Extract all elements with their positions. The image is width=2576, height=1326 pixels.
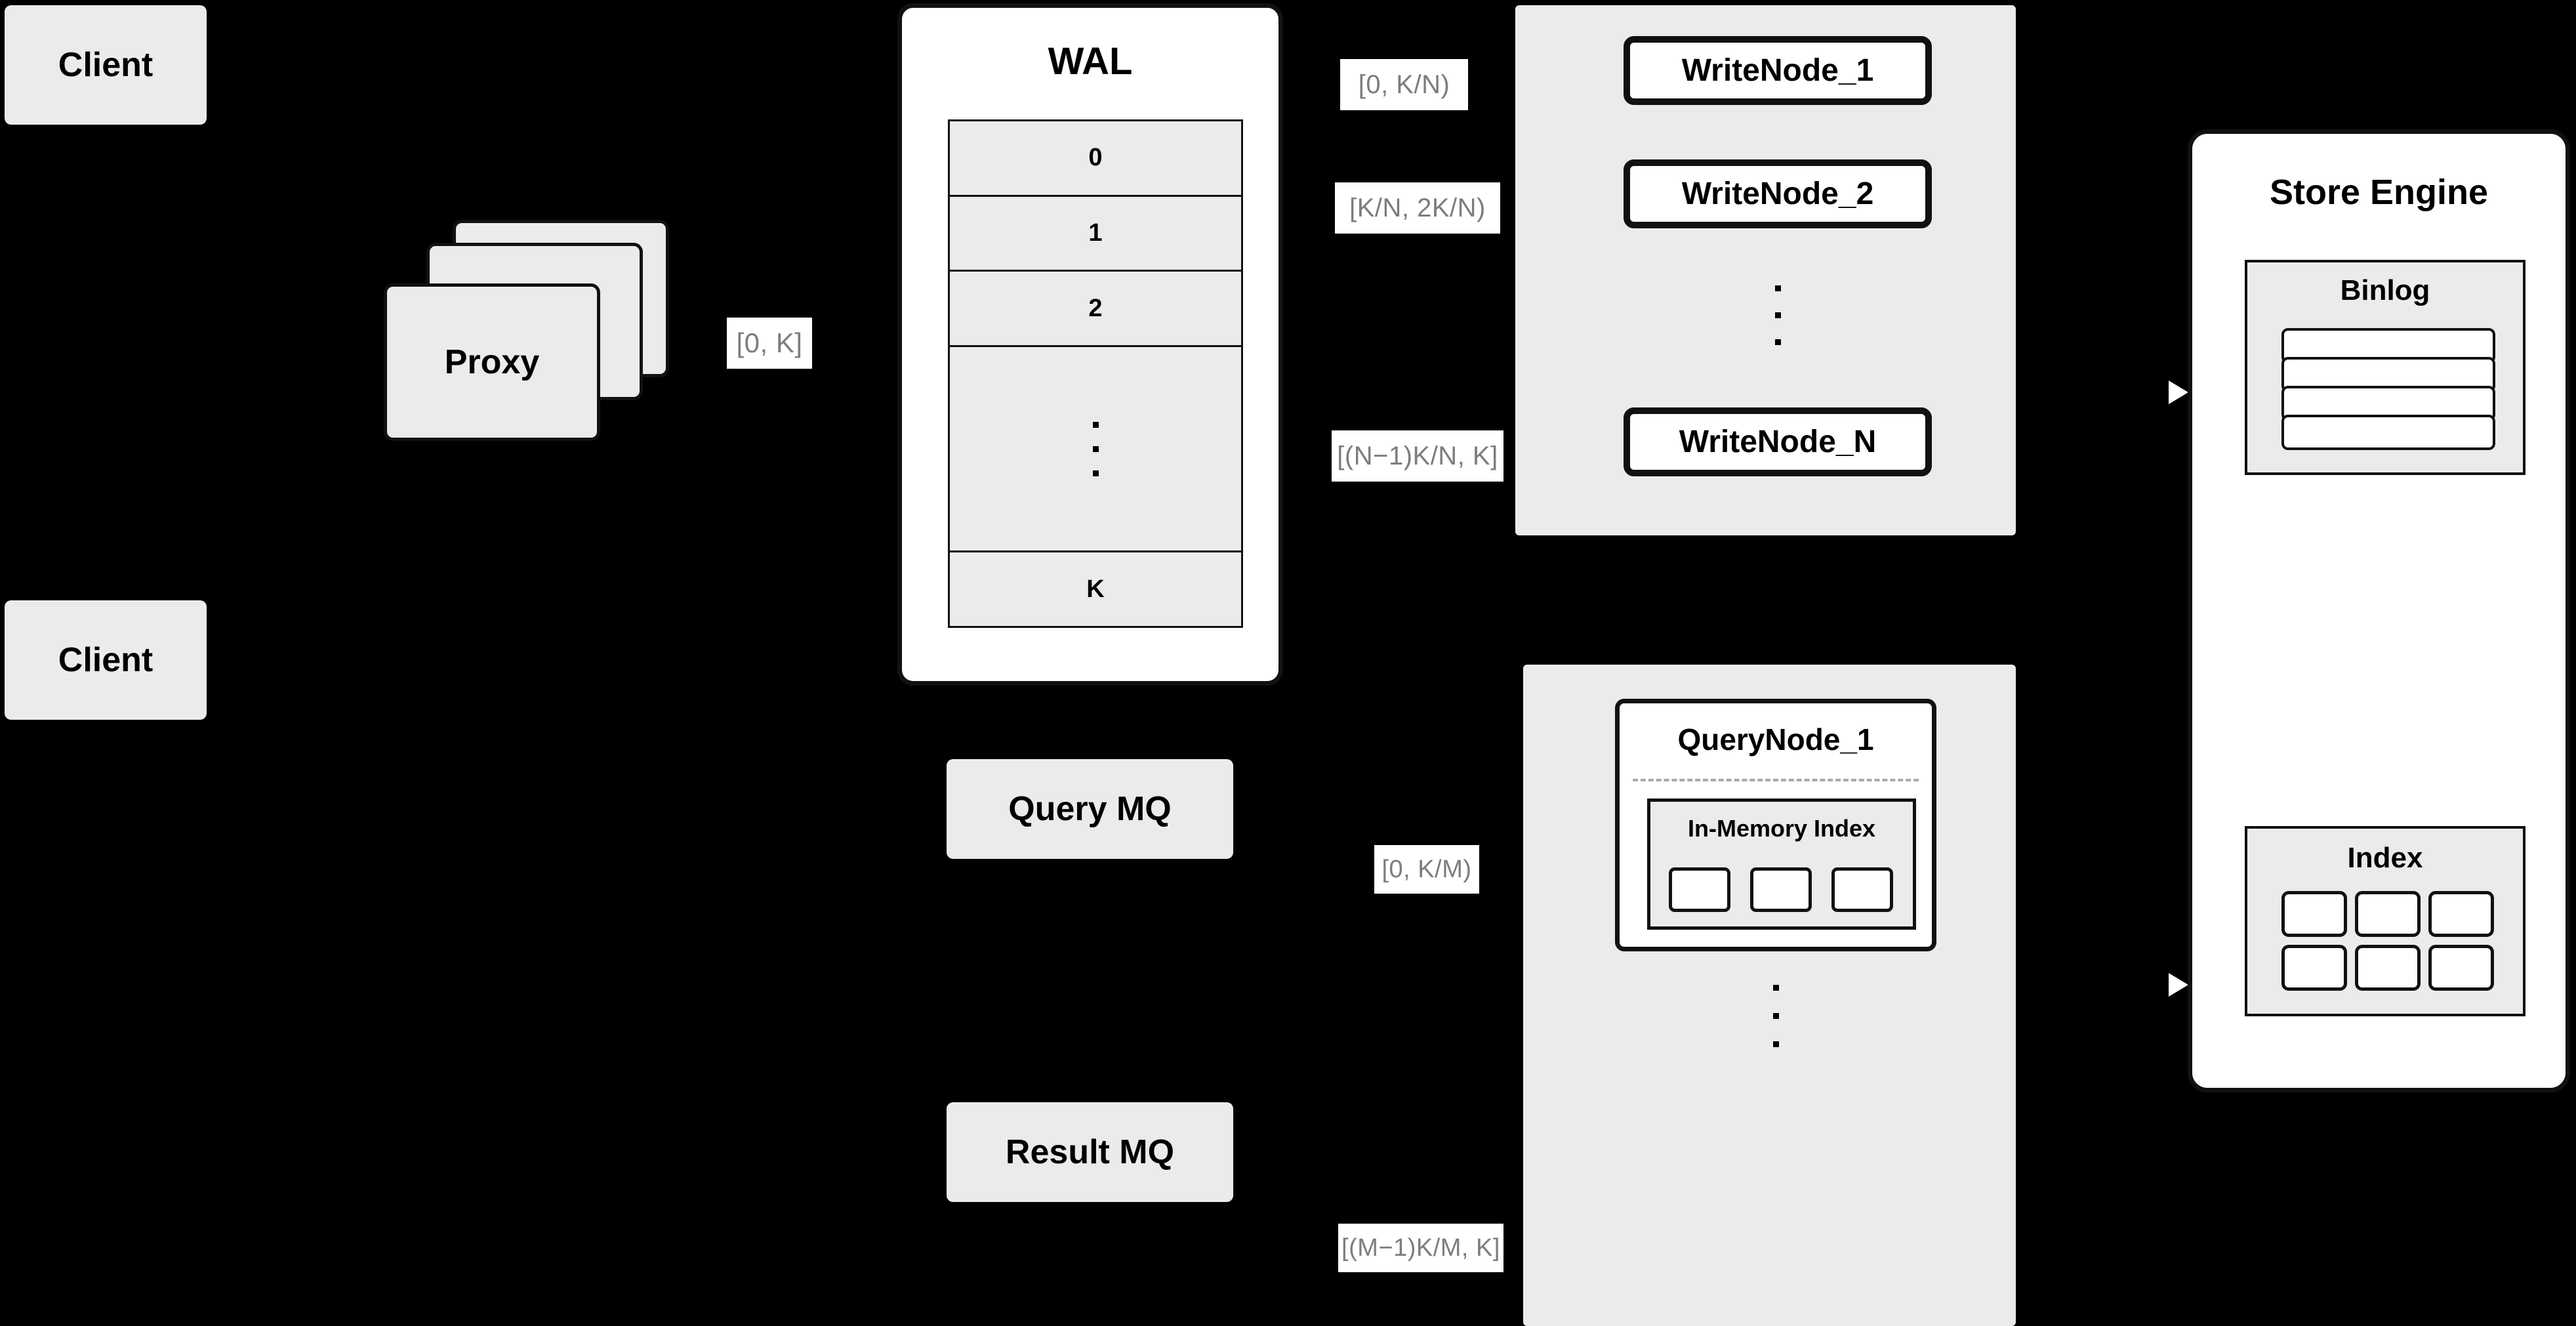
index-cell [2428, 891, 2494, 937]
proxy-range-label: [0, K] [727, 318, 812, 369]
client-box-top[interactable]: Client [5, 5, 207, 125]
binlog-slab [2281, 415, 2495, 450]
querynode-1-index-title: In-Memory Index [1687, 815, 1876, 842]
index-cell [2281, 945, 2347, 991]
index-cell [1750, 867, 1812, 912]
querynode-1-box[interactable]: QueryNode_1 In-Memory Index [1615, 699, 1936, 951]
index-cell [1831, 867, 1893, 912]
wal-row-label: K [1086, 575, 1105, 603]
index-panel: Index [2245, 826, 2525, 1016]
vertical-ellipsis-icon [1092, 413, 1099, 486]
proxy-box[interactable]: Proxy [384, 283, 600, 441]
wal-row-label: 0 [1088, 144, 1103, 172]
store-engine-panel: Store Engine Binlog Index [2188, 129, 2570, 1092]
query-mq-label: Query MQ [1008, 790, 1172, 828]
index-cell [1669, 867, 1730, 912]
result-mq-label: Result MQ [1005, 1133, 1175, 1171]
store-engine-title: Store Engine [2269, 173, 2489, 212]
wal-table: 0 1 2 K [948, 119, 1243, 628]
binlog-panel: Binlog [2245, 260, 2525, 475]
querynode-1-divider [1633, 779, 1919, 781]
querynode-1-range-text: [0, K/M) [1381, 855, 1472, 883]
querynode-1-inmemory-index-panel: In-Memory Index [1647, 798, 1916, 930]
wal-title: WAL [1048, 40, 1133, 83]
wal-row: 0 [950, 121, 1241, 197]
wal-row-label: 1 [1088, 218, 1103, 247]
writenode-2-range-label: [K/N, 2K/N) [1335, 182, 1500, 234]
arrow-to-index [2127, 948, 2177, 953]
index-title: Index [2347, 842, 2423, 874]
writenode-2-box[interactable]: WriteNode_2 [1624, 159, 1932, 228]
writenode-2-range-text: [K/N, 2K/N) [1349, 193, 1486, 222]
querynode-m-range-text: [(M−1)K/M, K] [1341, 1233, 1500, 1262]
arrow-to-binlog [2127, 390, 2177, 394]
writenode-ellipsis-icon [1748, 268, 1807, 363]
querynode-1-label: QueryNode_1 [1677, 722, 1874, 756]
writenode-1-range-label: [0, K/N) [1340, 59, 1468, 110]
writenode-n-range-text: [(N−1)K/N, K] [1337, 441, 1498, 470]
querynode-m-range-label: [(M−1)K/M, K] [1338, 1224, 1503, 1272]
wal-row-label: 2 [1088, 294, 1103, 322]
index-cell [2281, 891, 2347, 937]
writenode-1-label: WriteNode_1 [1681, 53, 1874, 88]
writenode-n-range-label: [(N−1)K/N, K] [1332, 430, 1503, 482]
index-cell [2355, 891, 2421, 937]
wal-row: 2 [950, 272, 1241, 347]
writenode-n-label: WriteNode_N [1679, 425, 1877, 459]
writenode-1-range-text: [0, K/N) [1358, 70, 1450, 99]
client-label: Client [58, 46, 153, 84]
wal-row: K [950, 552, 1241, 626]
client-box-bottom[interactable]: Client [5, 600, 207, 720]
write-node-cluster-panel: WriteNode_1 WriteNode_2 WriteNode_N [1515, 5, 2016, 535]
wal-row-ellipsis [950, 347, 1241, 553]
proxy-label: Proxy [444, 343, 540, 381]
querynode-1-range-label: [0, K/M) [1374, 845, 1479, 894]
writenode-1-box[interactable]: WriteNode_1 [1624, 36, 1932, 105]
client-label: Client [58, 641, 153, 679]
index-cell [2355, 945, 2421, 991]
wal-panel: WAL 0 1 2 K [897, 3, 1283, 686]
querynode-ellipsis-icon [1746, 966, 1805, 1065]
binlog-title: Binlog [2340, 274, 2430, 306]
writenode-n-box[interactable]: WriteNode_N [1624, 407, 1932, 476]
query-node-cluster-panel: QueryNode_1 In-Memory Index QueryNode_1 … [1523, 665, 2016, 1326]
result-mq-box[interactable]: Result MQ [947, 1102, 1233, 1202]
wal-row: 1 [950, 197, 1241, 272]
proxy-range-text: [0, K] [736, 327, 803, 358]
query-mq-box[interactable]: Query MQ [947, 759, 1233, 859]
writenode-2-label: WriteNode_2 [1681, 176, 1874, 211]
index-cell [2428, 945, 2494, 991]
